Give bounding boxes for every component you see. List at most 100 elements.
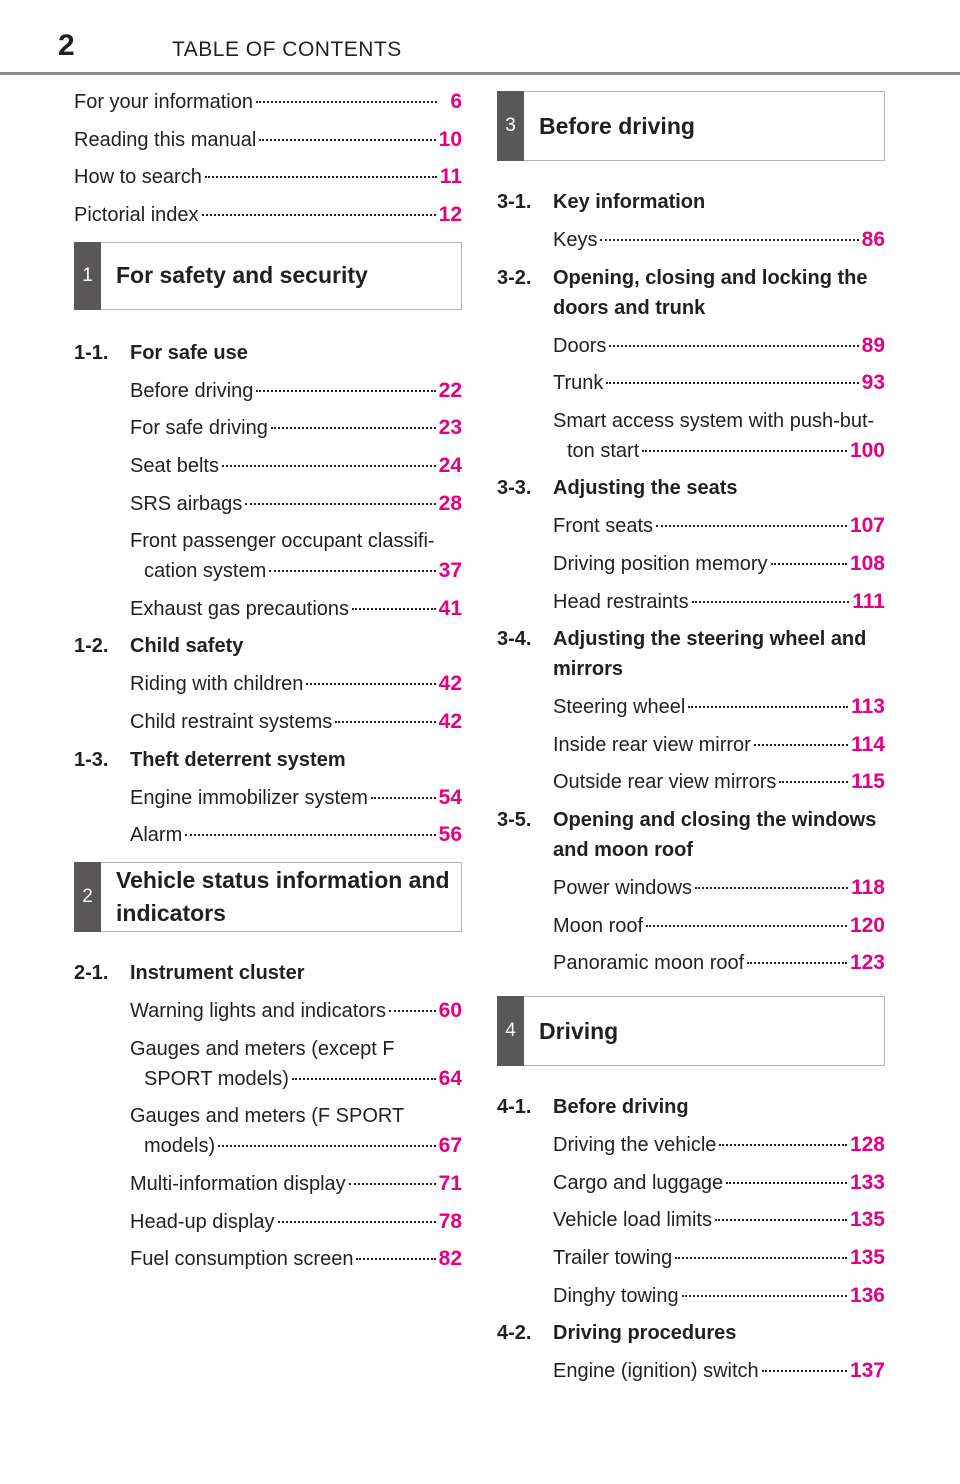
toc-entry-page[interactable]: 128 xyxy=(849,1133,885,1157)
toc-entry-title-continued: models) xyxy=(144,1135,216,1158)
toc-entry-page[interactable]: 89 xyxy=(861,333,885,357)
toc-entry-page[interactable]: 23 xyxy=(438,416,462,440)
toc-entry-page[interactable]: 54 xyxy=(438,785,462,809)
toc-entry[interactable]: Trailer towing 135 xyxy=(497,1243,885,1273)
toc-entry-page[interactable]: 41 xyxy=(438,596,462,620)
toc-entry-page[interactable]: 100 xyxy=(849,438,885,462)
section-title: Adjusting the steering wheel and mirrors xyxy=(553,628,867,681)
toc-entry[interactable]: Keys 86 xyxy=(497,225,885,255)
dot-leader xyxy=(255,101,437,103)
dot-leader xyxy=(269,570,436,573)
toc-entry-page[interactable]: 108 xyxy=(849,551,885,575)
toc-entry-page[interactable]: 24 xyxy=(438,453,462,477)
toc-entry-page[interactable]: 120 xyxy=(849,913,885,937)
toc-entry-page[interactable]: 42 xyxy=(438,672,462,696)
toc-entry-page[interactable]: 114 xyxy=(851,732,885,756)
toc-entry-page[interactable]: 118 xyxy=(851,875,885,899)
toc-entry[interactable]: Trunk 93 xyxy=(497,368,885,398)
dot-leader xyxy=(719,1144,847,1147)
dot-leader xyxy=(356,1258,436,1261)
header-rule xyxy=(0,72,960,75)
toc-entry-page[interactable]: 111 xyxy=(852,589,885,613)
toc-entry-title: Trunk xyxy=(553,372,604,395)
toc-entry-page[interactable]: 136 xyxy=(849,1283,885,1307)
dot-leader xyxy=(306,683,436,686)
dot-leader xyxy=(352,607,436,610)
toc-entry-page[interactable]: 107 xyxy=(849,514,885,538)
toc-entry-page[interactable]: 12 xyxy=(438,202,462,226)
toc-entry-page[interactable]: 135 xyxy=(849,1245,885,1269)
dot-leader xyxy=(335,720,436,723)
section-number: 2-1. xyxy=(74,962,109,985)
section-number: 3-1. xyxy=(497,191,532,213)
toc-entry-page[interactable]: 10 xyxy=(438,127,462,151)
toc-entry-page[interactable]: 42 xyxy=(438,709,462,733)
toc-entry-page[interactable]: 60 xyxy=(438,999,462,1023)
toc-entry[interactable]: Front passenger occupant classifi-cation… xyxy=(74,526,462,586)
toc-entry-page[interactable]: 123 xyxy=(849,951,885,975)
toc-entry-page[interactable]: 133 xyxy=(849,1170,885,1194)
toc-entry-page[interactable]: 137 xyxy=(849,1359,885,1383)
chapter-tab: 3 xyxy=(497,91,524,161)
section-title: Adjusting the seats xyxy=(553,477,738,500)
toc-entry-page[interactable]: 82 xyxy=(438,1247,462,1271)
toc-entry-page[interactable]: 115 xyxy=(851,770,885,794)
toc-entry-page[interactable]: 113 xyxy=(851,695,885,719)
section-number: 3-4. xyxy=(497,628,532,651)
toc-entry-page[interactable]: 6 xyxy=(450,90,462,113)
toc-entry[interactable]: How to search 11 xyxy=(74,162,462,192)
toc-entry-title: Trailer towing xyxy=(553,1246,673,1269)
toc-entry-page[interactable]: 86 xyxy=(861,228,885,251)
section-number: 3-3. xyxy=(497,477,532,500)
toc-entry-page[interactable]: 11 xyxy=(439,165,462,189)
toc-entry-title: Keys xyxy=(553,229,598,251)
toc-entry-page[interactable]: 67 xyxy=(438,1134,462,1158)
toc-entry-page[interactable]: 71 xyxy=(438,1171,462,1195)
toc-entry-page[interactable]: 37 xyxy=(438,559,462,583)
section-heading: 3-5.Opening and closing the windows and … xyxy=(497,805,885,865)
toc-entry-page[interactable]: 22 xyxy=(438,378,462,402)
toc-entry-page[interactable]: 135 xyxy=(849,1208,885,1232)
toc-entry-page[interactable]: 93 xyxy=(861,371,885,395)
toc-entry-title: How to search xyxy=(74,166,202,189)
toc-entry-page[interactable]: 56 xyxy=(438,823,462,847)
toc-entry[interactable]: Smart access system with push-but-ton st… xyxy=(497,406,885,466)
toc-entry-page[interactable]: 64 xyxy=(438,1066,462,1090)
toc-entry-page[interactable]: 78 xyxy=(438,1209,462,1233)
section-heading: 3-3. Adjusting the seats xyxy=(497,473,885,503)
toc-entry-page[interactable]: 28 xyxy=(438,491,462,515)
